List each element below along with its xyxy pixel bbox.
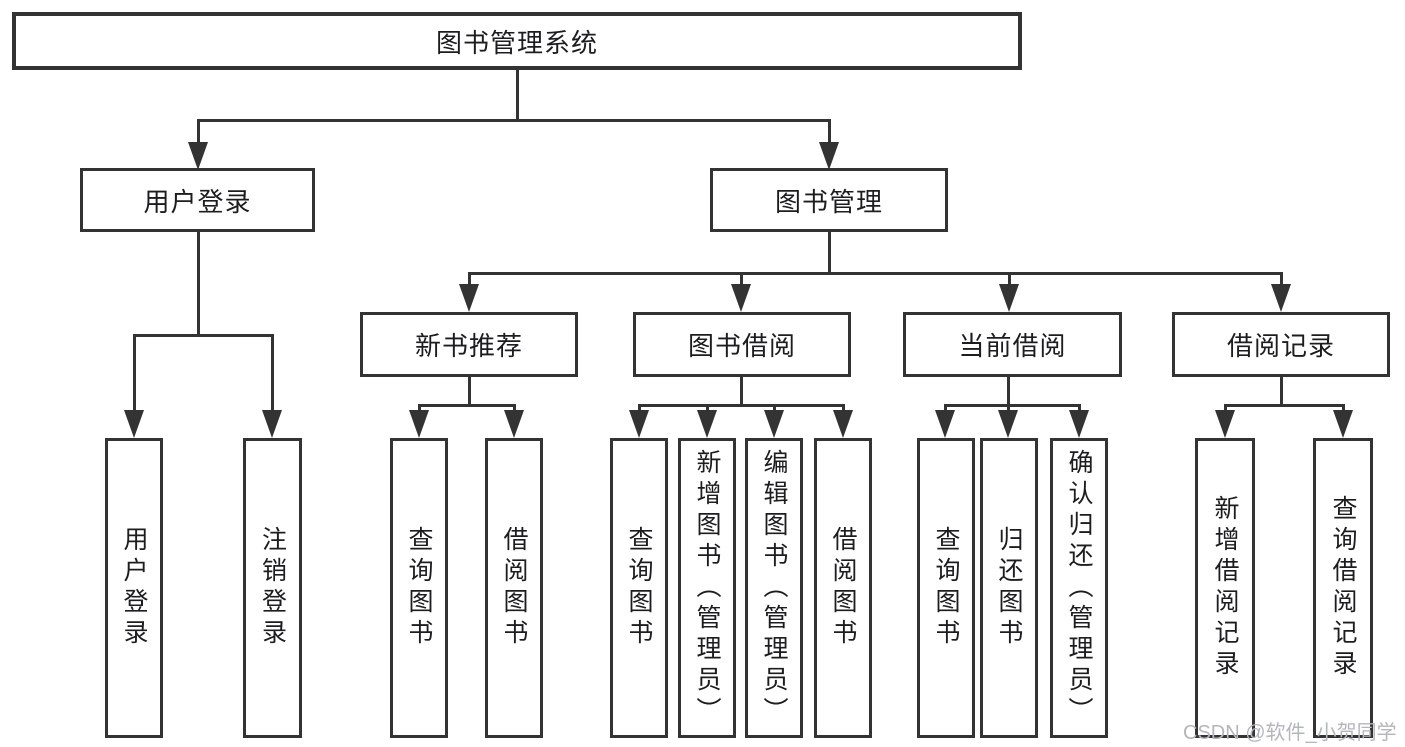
arrowhead-leaf-query-current [935, 410, 955, 438]
connector-user-login-stem [197, 119, 200, 147]
leaf-borrow-books-borrowing-label: 借阅图书 [829, 526, 857, 650]
leaf-query-borrow-record: 查询借阅记录 [1313, 438, 1373, 738]
leaf-borrow-books-borrowing: 借阅图书 [814, 438, 872, 738]
leaf-logout: 注销登录 [243, 438, 302, 738]
node-book-management: 图书管理 [710, 168, 948, 232]
arrowhead-leaf-query-borrowing [629, 410, 649, 438]
leaf-query-books-current: 查询图书 [917, 438, 975, 738]
arrowhead-book-borrowing [731, 284, 751, 312]
arrowhead-leaf-user-login [124, 410, 144, 438]
arrowhead-current-borrowing [999, 284, 1019, 312]
arrowhead-leaf-confirm-return [1069, 410, 1089, 438]
arrowhead-new-book-recommend [459, 284, 479, 312]
arrowhead-leaf-add-record [1215, 410, 1235, 438]
arrowhead-user-login [188, 142, 208, 170]
leaf-borrow-books-recommend-label: 借阅图书 [500, 526, 528, 650]
leaf-query-books-recommend: 查询图书 [390, 438, 448, 738]
node-book-borrowing: 图书借阅 [633, 312, 851, 377]
connector-recommend-bar [418, 404, 516, 407]
arrowhead-leaf-return-books [998, 410, 1018, 438]
leaf-confirm-return-admin: 确认归还（管理员） [1050, 438, 1108, 738]
connector-borrowing-records-stem [1280, 272, 1283, 288]
arrowhead-leaf-borrow-recommend [504, 410, 524, 438]
connector-book-borrowing-stem [740, 272, 743, 288]
connector-records-down [1280, 377, 1283, 407]
connector-level3-bar [468, 272, 1283, 275]
connector-book-management-stem [828, 119, 831, 147]
arrowhead-leaf-query-record [1333, 410, 1353, 438]
leaf-query-books-borrowing-label: 查询图书 [625, 526, 653, 650]
arrowhead-leaf-borrow-borrowing [833, 410, 853, 438]
connector-borrowing-bar [638, 404, 845, 407]
connector-level2-bar [197, 119, 831, 122]
node-current-borrowing-label: 当前借阅 [958, 331, 1067, 361]
node-book-management-label: 图书管理 [774, 186, 883, 217]
leaf-return-books-label: 归还图书 [995, 526, 1023, 650]
node-book-borrowing-label: 图书借阅 [687, 331, 796, 361]
connector-leaf-logout-stem [271, 334, 274, 416]
leaf-edit-books-admin-label: 编辑图书（管理员） [760, 448, 788, 728]
connector-current-borrowing-stem [1008, 272, 1011, 288]
leaf-add-borrow-record: 新增借阅记录 [1195, 438, 1255, 738]
connector-root-stem [516, 70, 519, 122]
node-user-login-label: 用户登录 [143, 186, 252, 217]
connector-user-login-down [197, 232, 200, 337]
connector-current-bar [944, 404, 1081, 407]
connector-leaf-user-login-stem [133, 334, 136, 416]
node-new-book-recommend-label: 新书推荐 [414, 331, 523, 361]
connector-new-book-recommend-stem [468, 272, 471, 288]
connector-recommend-down [468, 377, 471, 407]
arrowhead-leaf-edit-books [764, 410, 784, 438]
leaf-edit-books-admin: 编辑图书（管理员） [745, 438, 803, 738]
arrowhead-leaf-logout [262, 410, 282, 438]
leaf-borrow-books-recommend: 借阅图书 [485, 438, 543, 738]
node-new-book-recommend: 新书推荐 [360, 312, 578, 377]
csdn-watermark: CSDN @软件_小贺同学 [1183, 722, 1397, 744]
arrowhead-book-management [819, 142, 839, 170]
node-root-label: 图书管理系统 [435, 27, 598, 58]
arrowhead-leaf-query-recommend [409, 410, 429, 438]
leaf-user-login: 用户登录 [105, 438, 163, 738]
node-root: 图书管理系统 [12, 12, 1022, 70]
connector-book-management-down [828, 232, 831, 275]
connector-current-down [1007, 377, 1010, 407]
leaf-add-books-admin: 新增图书（管理员） [678, 438, 736, 738]
leaf-query-books-borrowing: 查询图书 [610, 438, 668, 738]
node-borrowing-records-label: 借阅记录 [1226, 331, 1335, 361]
node-user-login: 用户登录 [80, 168, 315, 232]
leaf-confirm-return-admin-label: 确认归还（管理员） [1065, 448, 1093, 728]
node-borrowing-records: 借阅记录 [1172, 312, 1390, 377]
leaf-query-borrow-record-label: 查询借阅记录 [1329, 495, 1357, 681]
connector-user-login-bar [133, 334, 274, 337]
arrowhead-borrowing-records [1271, 284, 1291, 312]
arrowhead-leaf-add-books [697, 410, 717, 438]
leaf-return-books: 归还图书 [980, 438, 1038, 738]
leaf-query-books-current-label: 查询图书 [932, 526, 960, 650]
leaf-logout-label: 注销登录 [258, 526, 287, 650]
leaf-user-login-label: 用户登录 [120, 526, 148, 650]
leaf-query-books-recommend-label: 查询图书 [405, 526, 433, 650]
connector-records-bar [1224, 404, 1345, 407]
node-current-borrowing: 当前借阅 [903, 312, 1122, 377]
leaf-add-borrow-record-label: 新增借阅记录 [1211, 495, 1239, 681]
leaf-add-books-admin-label: 新增图书（管理员） [693, 448, 721, 728]
connector-borrowing-down [740, 377, 743, 407]
